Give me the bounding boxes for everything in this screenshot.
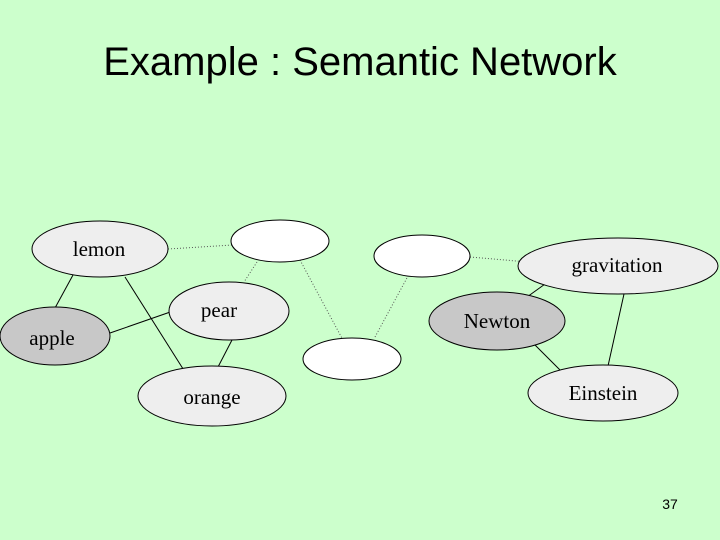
- edge-apple-pear: [109, 309, 177, 334]
- page-number: 37: [662, 496, 678, 512]
- edge-pear-orange: [217, 339, 233, 368]
- node-blank3: [302, 337, 402, 381]
- edge-blank1-pear: [243, 261, 258, 283]
- edge-blank1-blank3: [299, 259, 345, 343]
- node-gravitation: gravitation: [517, 237, 719, 295]
- node-newton: Newton: [428, 291, 566, 351]
- node-pear: pear: [168, 281, 290, 341]
- edge-lemon-apple: [54, 274, 74, 309]
- node-einstein-shape: [527, 364, 679, 422]
- node-newton-shape: [428, 291, 566, 351]
- node-blank2-shape: [373, 234, 471, 278]
- edge-lemon-blank1: [167, 244, 233, 250]
- node-einstein-label: Einstein: [569, 381, 638, 405]
- node-blank1-shape: [230, 219, 330, 263]
- node-orange-label: orange: [183, 385, 240, 409]
- edge-lemon-orange: [124, 276, 186, 373]
- node-pear-label: pear: [201, 298, 237, 322]
- node-blank1: [230, 219, 330, 263]
- node-einstein: Einstein: [527, 364, 679, 422]
- node-lemon-label: lemon: [73, 237, 126, 261]
- node-apple-shape: [0, 306, 111, 366]
- slide-title: Example : Semantic Network: [103, 40, 617, 84]
- node-gravitation-label: gravitation: [572, 253, 663, 277]
- edge-blank2-gravitation: [469, 256, 529, 263]
- node-lemon: lemon: [31, 220, 169, 278]
- edge-blank3-blank2: [374, 275, 409, 338]
- node-blank2: [373, 234, 471, 278]
- edge-newton-einstein: [534, 344, 564, 374]
- edge-gravitation-einstein: [607, 293, 625, 367]
- node-gravitation-shape: [517, 237, 719, 295]
- node-pear-shape: [168, 281, 290, 341]
- node-orange-shape: [137, 365, 287, 427]
- node-apple-label: apple: [29, 326, 74, 350]
- node-apple: apple: [0, 306, 111, 366]
- node-orange: orange: [137, 365, 287, 427]
- node-lemon-shape: [31, 220, 169, 278]
- node-newton-label: Newton: [464, 309, 531, 333]
- node-blank3-shape: [302, 337, 402, 381]
